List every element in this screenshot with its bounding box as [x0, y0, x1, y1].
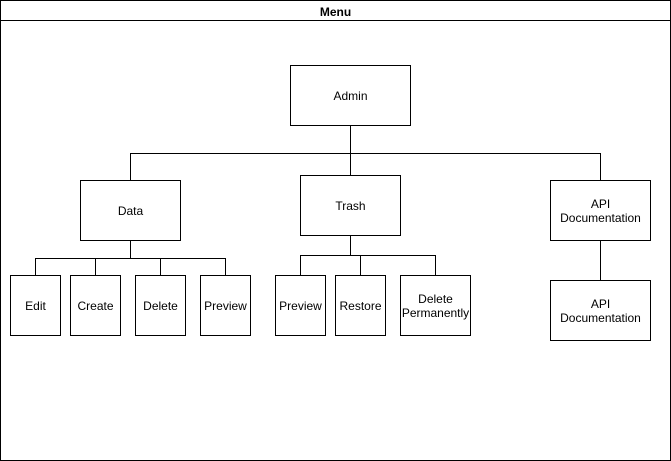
node-trash-preview-label: Preview	[279, 298, 322, 313]
node-data: Data	[80, 180, 181, 241]
node-create: Create	[70, 275, 121, 336]
node-data-label: Data	[117, 203, 144, 218]
node-create-label: Create	[77, 298, 114, 313]
node-edit-label: Edit	[25, 298, 46, 313]
node-delete: Delete	[135, 275, 186, 336]
node-data-preview-label: Preview	[204, 298, 247, 313]
node-delete-label: Delete	[143, 298, 178, 313]
node-api-documentation-label: API Documentation	[560, 196, 641, 225]
node-restore-label: Restore	[339, 298, 382, 313]
node-trash: Trash	[300, 175, 401, 236]
node-restore: Restore	[335, 275, 386, 336]
node-edit: Edit	[10, 275, 61, 336]
node-admin-label: Admin	[333, 88, 368, 103]
node-api-documentation-child-label: API Documentation	[560, 296, 641, 325]
menu-title: Menu	[1, 1, 670, 21]
node-api-documentation-child: API Documentation	[550, 280, 651, 341]
node-data-preview: Preview	[200, 275, 251, 336]
node-delete-permanently-label: Delete Permanently	[401, 291, 470, 320]
node-admin: Admin	[290, 65, 411, 126]
node-api-documentation: API Documentation	[550, 180, 651, 241]
node-trash-label: Trash	[335, 198, 366, 213]
node-trash-preview: Preview	[275, 275, 326, 336]
node-delete-permanently: Delete Permanently	[400, 275, 471, 336]
